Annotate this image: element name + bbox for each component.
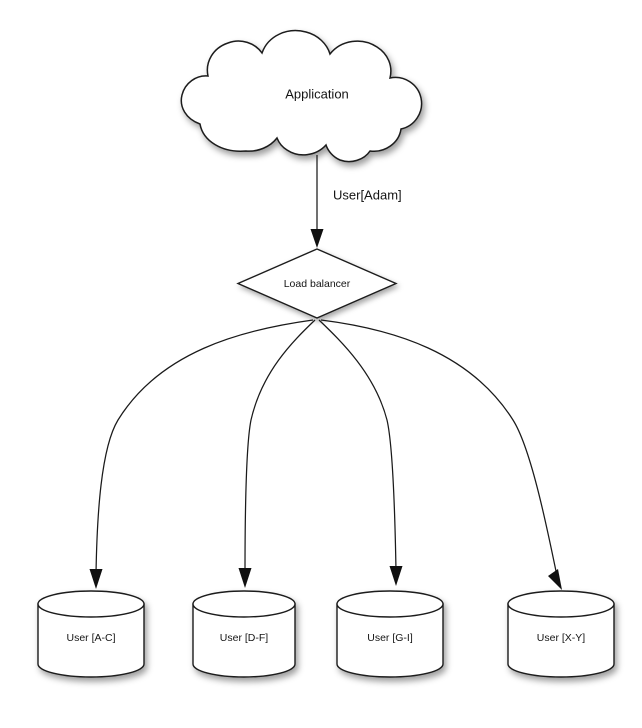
- cylinder-top-db-2: [192, 590, 296, 618]
- arrowhead-db-3: [389, 566, 403, 586]
- edge-label-user-adam: User[Adam]: [333, 187, 402, 202]
- node-label-application: Application: [285, 86, 349, 101]
- diamond-shape: [236, 248, 398, 319]
- edge-application-to-load-balancer[interactable]: User[Adam]: [310, 155, 402, 248]
- edge-load-balancer-to-db-4[interactable]: [320, 319, 562, 590]
- node-label-db-2: User [D-F]: [220, 632, 268, 644]
- arrowhead-db-2: [238, 568, 252, 588]
- arrowhead-db-4: [548, 569, 562, 590]
- cylinder-body-db-3: [336, 603, 444, 678]
- cylinder-body-db-4: [507, 603, 615, 678]
- cylinder-top-db-1: [37, 590, 145, 618]
- cylinder-body-db-1: [37, 603, 145, 678]
- node-db-2[interactable]: User [D-F]: [192, 590, 296, 678]
- node-label-db-4: User [X-Y]: [537, 632, 586, 644]
- node-label-db-3: User [G-I]: [367, 632, 413, 644]
- arrowhead-to-load-balancer: [310, 229, 324, 248]
- node-db-3[interactable]: User [G-I]: [336, 590, 444, 678]
- edge-curve-db-2: [244, 319, 316, 574]
- cylinder-top-db-3: [336, 590, 444, 618]
- node-label-load-balancer: Load balancer: [284, 278, 351, 290]
- node-application[interactable]: Application: [180, 30, 423, 163]
- arrowhead-db-1: [89, 569, 103, 589]
- node-db-1[interactable]: User [A-C]: [37, 590, 145, 678]
- cylinder-top-db-4: [507, 590, 615, 618]
- cylinder-body-db-2: [192, 603, 296, 678]
- edge-load-balancer-to-db-3[interactable]: [318, 319, 403, 586]
- node-db-4[interactable]: User [X-Y]: [507, 590, 615, 678]
- edge-curve-db-1: [95, 319, 314, 575]
- node-load-balancer[interactable]: Load balancer: [236, 248, 398, 319]
- cloud-shape: [180, 30, 423, 163]
- edge-curve-db-3: [318, 319, 397, 572]
- edge-load-balancer-to-db-2[interactable]: [238, 319, 316, 588]
- edge-curve-db-4: [320, 319, 558, 577]
- edge-load-balancer-to-db-1[interactable]: [89, 319, 314, 589]
- node-label-db-1: User [A-C]: [66, 632, 115, 644]
